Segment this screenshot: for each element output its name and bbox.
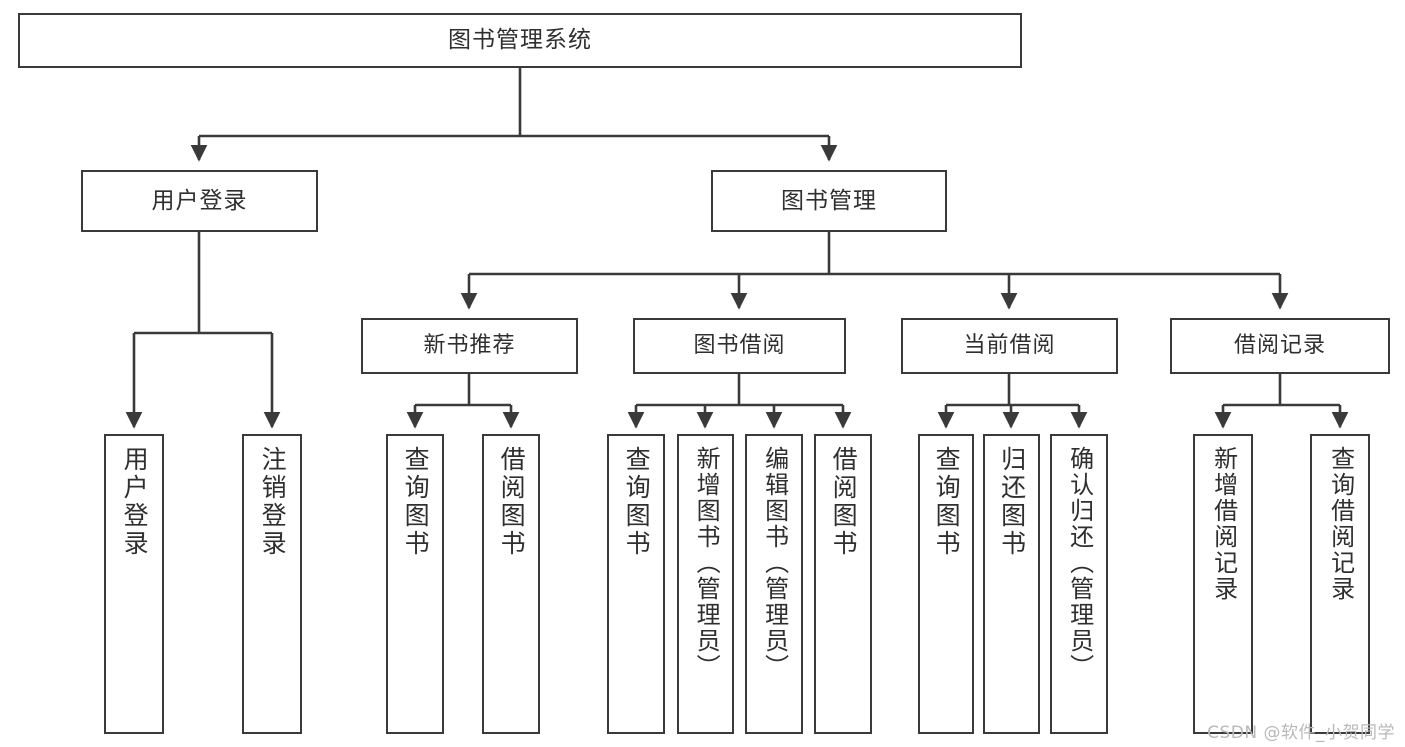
leaf-query-book-2-label: 查询图书 [622, 446, 652, 558]
leaf-logout[interactable]: 注销登录 [242, 434, 302, 734]
node-book-management[interactable]: 图书管理 [711, 170, 947, 232]
leaf-user-login-label: 用户登录 [120, 446, 150, 558]
node-new-book-recommend-label: 新书推荐 [423, 333, 516, 359]
leaf-user-login[interactable]: 用户登录 [104, 434, 164, 734]
leaf-add-record[interactable]: 新增借阅记录 [1193, 434, 1253, 734]
node-user-login-label: 用户登录 [151, 187, 248, 214]
leaf-borrow-book-1-label: 借阅图书 [497, 446, 527, 558]
leaf-edit-book[interactable]: 编辑图书（管理员） [745, 434, 803, 734]
node-book-borrow[interactable]: 图书借阅 [633, 318, 846, 374]
leaf-query-book-3-label: 查询图书 [932, 446, 962, 558]
node-current-borrow-label: 当前借阅 [963, 333, 1056, 359]
node-borrow-record-label: 借阅记录 [1233, 333, 1326, 359]
leaf-return-book-label: 归还图书 [997, 446, 1027, 558]
node-root[interactable]: 图书管理系统 [18, 13, 1022, 68]
leaf-return-book[interactable]: 归还图书 [983, 434, 1040, 734]
leaf-borrow-book-1[interactable]: 借阅图书 [482, 434, 540, 734]
node-root-label: 图书管理系统 [448, 27, 592, 54]
leaf-add-record-label: 新增借阅记录 [1209, 446, 1238, 602]
leaf-edit-book-label: 编辑图书（管理员） [760, 446, 789, 680]
node-user-login[interactable]: 用户登录 [81, 170, 318, 232]
node-book-management-label: 图书管理 [781, 187, 877, 214]
csdn-watermark: CSDN @软件_小贺同学 [1207, 723, 1395, 743]
node-book-borrow-label: 图书借阅 [693, 333, 786, 359]
leaf-borrow-book-2[interactable]: 借阅图书 [814, 434, 872, 734]
leaf-logout-label: 注销登录 [258, 446, 288, 558]
leaf-confirm-return[interactable]: 确认归还（管理员） [1050, 434, 1108, 734]
leaf-add-book[interactable]: 新增图书（管理员） [677, 434, 734, 734]
leaf-query-record[interactable]: 查询借阅记录 [1310, 434, 1370, 734]
leaf-query-book-1[interactable]: 查询图书 [386, 434, 444, 734]
node-new-book-recommend[interactable]: 新书推荐 [361, 318, 578, 374]
leaf-add-book-label: 新增图书（管理员） [692, 446, 721, 680]
leaf-query-record-label: 查询借阅记录 [1326, 446, 1355, 602]
leaf-query-book-3[interactable]: 查询图书 [918, 434, 974, 734]
leaf-query-book-1-label: 查询图书 [401, 446, 431, 558]
leaf-confirm-return-label: 确认归还（管理员） [1065, 446, 1094, 680]
node-current-borrow[interactable]: 当前借阅 [901, 318, 1118, 374]
leaf-borrow-book-2-label: 借阅图书 [829, 446, 859, 558]
node-borrow-record[interactable]: 借阅记录 [1170, 318, 1390, 374]
leaf-query-book-2[interactable]: 查询图书 [607, 434, 665, 734]
